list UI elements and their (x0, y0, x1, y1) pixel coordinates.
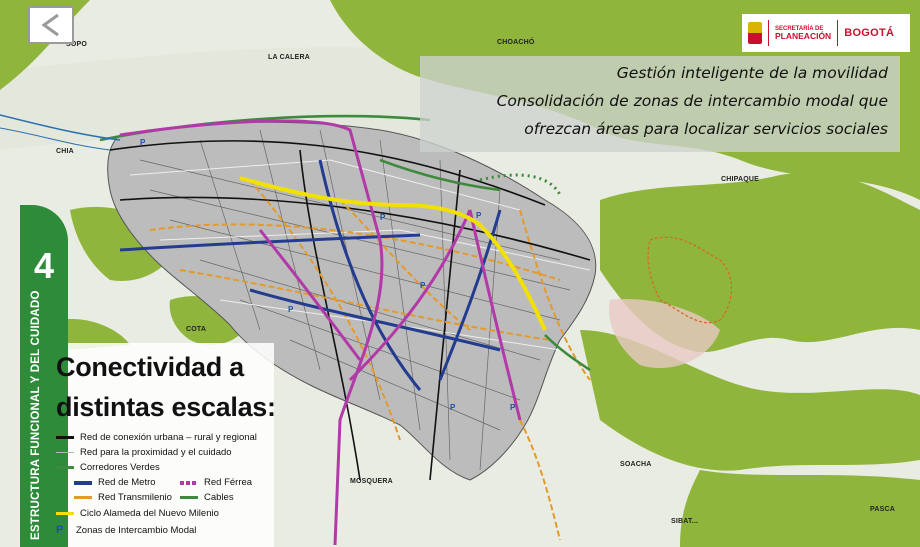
title-banner: Gestión inteligente de la movilidad Cons… (420, 56, 900, 152)
place-chia: CHIA (56, 148, 74, 155)
legend-item-corredores: Corredores Verdes (56, 462, 160, 473)
legend-swatch (74, 480, 92, 485)
heading-line-1: Conectividad a (56, 352, 244, 382)
legend-label: Red Férrea (204, 477, 253, 488)
section-number: 4 (33, 245, 55, 286)
back-button[interactable] (28, 6, 74, 44)
section-sidebar (20, 205, 68, 547)
place-cota: COTA (186, 326, 207, 333)
legend-item-ciclo-alameda: Ciclo Alameda del Nuevo Milenio (56, 508, 219, 519)
svg-text:P: P (288, 305, 294, 314)
ciclo-alameda-line (239, 176, 547, 331)
section-vertical-title: ESTRUCTURA FUNCIONAL Y DEL CUIDADO (30, 290, 42, 540)
place-la-calera: LA CALERA (268, 54, 310, 61)
banner-line-1: Gestión inteligente de la movilidad (616, 64, 888, 82)
legend-swatch (56, 451, 74, 454)
chevron-left-icon (41, 13, 59, 37)
place-choacho: CHOACHÓ (497, 39, 535, 46)
place-mosquera: MOSQUERA (350, 478, 393, 485)
legend-swatch (180, 480, 198, 485)
legend-item-intercambio: P Zonas de Intercambio Modal (56, 524, 196, 536)
legend-label: Red de conexión urbana – rural y regiona… (80, 432, 257, 443)
svg-text:P: P (476, 211, 482, 220)
legend-swatch (74, 496, 92, 499)
svg-text:P: P (140, 138, 146, 147)
banner-line-3: ofrezcan áreas para localizar servicios … (524, 120, 888, 138)
heading-line-2: distintas escalas: (56, 392, 276, 422)
place-soacha: SOACHA (620, 461, 652, 468)
legend-panel (68, 343, 274, 547)
svg-text:P: P (510, 403, 516, 412)
legend-label: Red para la proximidad y el cuidado (80, 447, 232, 458)
legend-swatch (56, 436, 74, 439)
logo-divider (768, 20, 769, 46)
bogota-crest-icon (748, 22, 762, 44)
svg-text:P: P (420, 281, 426, 290)
legend-item-transmilenio: Red Transmilenio (74, 492, 172, 503)
legend-label: Red de Metro (98, 477, 156, 488)
legend-item-proximidad: Red para la proximidad y el cuidado (56, 447, 232, 458)
planeacion-logo-small: SECRETARÍA DE (775, 26, 824, 32)
place-pasca: PASCA (870, 506, 895, 513)
svg-text:P: P (380, 213, 386, 222)
legend-swatch (56, 512, 74, 515)
legend-item-ferrea: Red Férrea (180, 477, 252, 488)
legend-item-cables: Cables (180, 492, 234, 503)
parking-p-icon: P (56, 524, 64, 536)
logo-bar: SECRETARÍA DE PLANEACIÓN BOGOTÁ (742, 14, 910, 52)
place-chipaque: CHIPAQUE (721, 176, 760, 183)
place-sibate: SIBAT... (671, 518, 699, 525)
legend-swatch (180, 496, 198, 499)
planeacion-logo: SECRETARÍA DE PLANEACIÓN (775, 26, 831, 40)
place-sopo: SOPO (66, 41, 88, 48)
legend-swatch (56, 466, 74, 469)
legend-item-metro: Red de Metro (74, 477, 156, 488)
bogota-logo: BOGOTÁ (844, 27, 895, 39)
legend-label: Zonas de Intercambio Modal (76, 524, 197, 536)
logo-divider (837, 20, 839, 46)
planeacion-logo-large: PLANEACIÓN (775, 31, 832, 41)
legend-label: Corredores Verdes (80, 462, 160, 473)
banner-line-2: Consolidación de zonas de intercambio mo… (496, 92, 888, 110)
legend-label: Ciclo Alameda del Nuevo Milenio (80, 508, 219, 519)
svg-text:P: P (450, 403, 456, 412)
legend-item-conexion: Red de conexión urbana – rural y regiona… (56, 432, 257, 443)
legend-label: Red Transmilenio (98, 492, 172, 503)
legend-label: Cables (204, 492, 234, 503)
